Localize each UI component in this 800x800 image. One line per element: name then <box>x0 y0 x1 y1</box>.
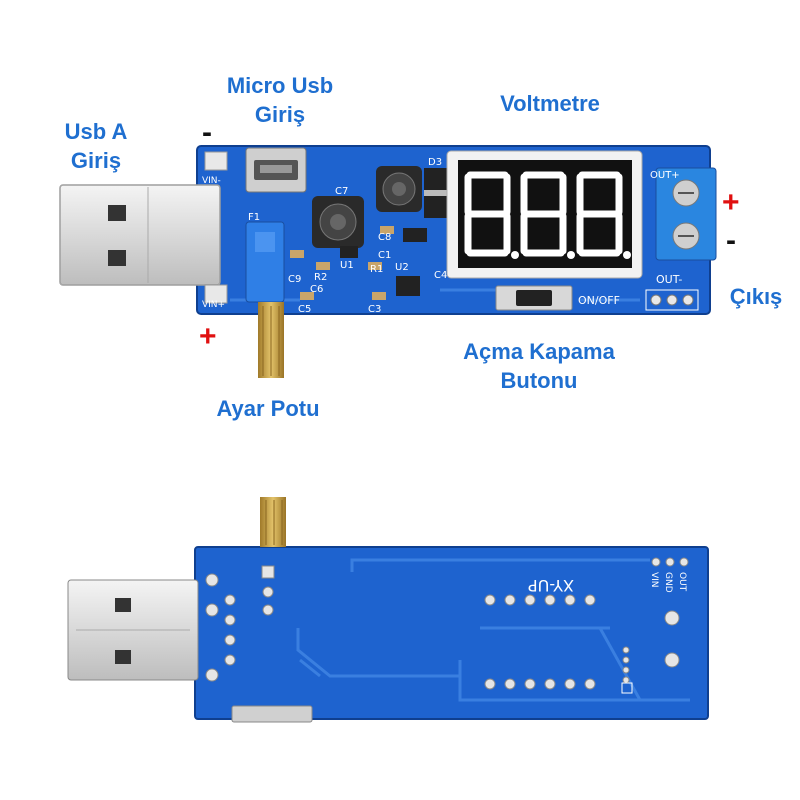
svg-text:C5: C5 <box>298 304 311 315</box>
output-minus-sign: - <box>726 224 736 257</box>
input-plus-sign: + <box>199 320 217 353</box>
label-voltmeter: Voltmetre <box>500 91 600 116</box>
silk-pin-vin: VIN <box>649 572 659 588</box>
label-usb-a-input: Usb A Giriş <box>40 117 152 175</box>
label-output: Çıkış <box>729 284 783 309</box>
usb-a-plug <box>59 184 221 286</box>
svg-text:C6: C6 <box>310 284 323 295</box>
label-usb-a-line1: Usb A <box>64 119 128 144</box>
svg-text:U1: U1 <box>340 260 354 271</box>
svg-text:C7: C7 <box>335 186 348 197</box>
micro-usb-port <box>245 147 307 193</box>
seven-segment-digits <box>464 171 623 257</box>
silk-board-name: XY-UP <box>528 576 574 595</box>
svg-text:U2: U2 <box>395 262 409 273</box>
svg-text:R2: R2 <box>314 272 327 283</box>
silk-vin-plus: VIN+ <box>202 300 225 310</box>
label-micro-usb-line1: Micro Usb <box>226 73 334 98</box>
silk-out-minus: OUT- <box>656 273 682 286</box>
smd-components <box>290 226 427 300</box>
svg-text:F1: F1 <box>248 212 260 223</box>
output-terminal <box>655 167 717 261</box>
silk-pin-out: OUT <box>677 572 687 592</box>
silk-pin-gnd: GND <box>663 572 673 593</box>
svg-text:C1: C1 <box>378 250 391 261</box>
svg-text:C8: C8 <box>378 232 391 243</box>
svg-text:D3: D3 <box>428 157 442 168</box>
svg-text:C9: C9 <box>288 274 301 285</box>
bottom-board: XY-UP VIN GND OUT <box>67 497 709 723</box>
input-minus-sign: - <box>202 116 212 149</box>
silk-out-plus: OUT+ <box>650 170 680 181</box>
label-power-button: Açma Kapama Butonu <box>424 337 654 395</box>
power-button <box>495 285 573 311</box>
svg-text:C3: C3 <box>368 304 381 315</box>
label-adjust-pot: Ayar Potu <box>216 396 320 421</box>
output-plus-sign: + <box>722 186 740 219</box>
silk-on-off: ON/OFF <box>578 294 620 307</box>
label-micro-usb-line2: Giriş <box>254 102 306 127</box>
label-power-button-line1: Açma Kapama <box>463 339 615 364</box>
label-power-button-line2: Butonu <box>500 368 578 393</box>
label-micro-usb-input: Micro Usb Giriş <box>196 71 364 129</box>
label-usb-a-line2: Giriş <box>70 148 122 173</box>
silk-vin-minus: VIN- <box>202 176 221 186</box>
svg-text:C4: C4 <box>434 270 447 281</box>
svg-text:R1: R1 <box>370 264 383 275</box>
inductor <box>312 166 422 248</box>
adjust-potentiometer <box>245 221 285 378</box>
